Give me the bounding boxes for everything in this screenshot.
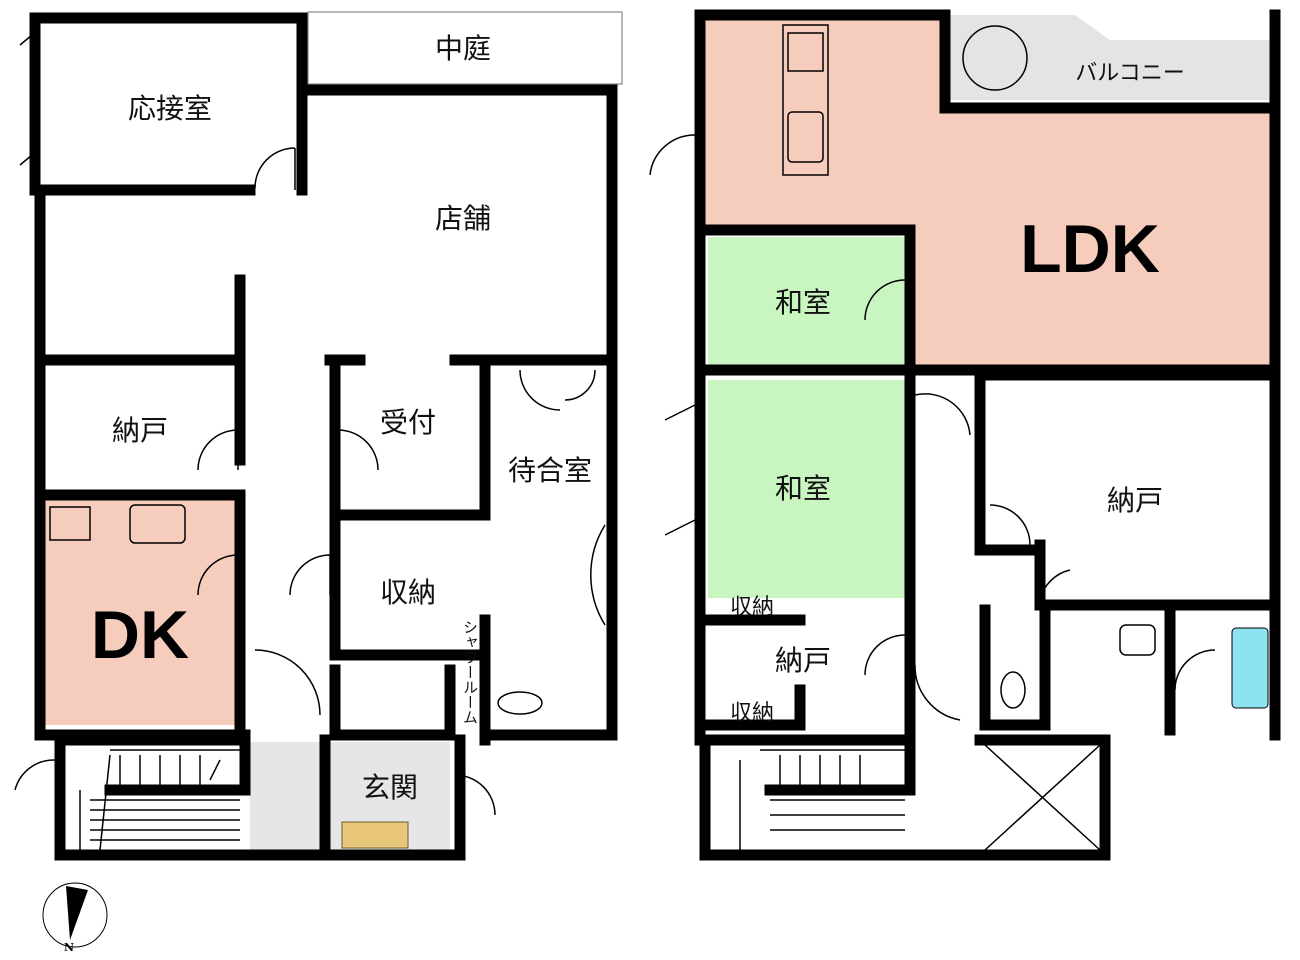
spiral-stair-icon (962, 25, 1028, 91)
washbasin-icon (1119, 624, 1156, 656)
room-front-desk: 受付 (380, 406, 436, 439)
door (519, 369, 596, 411)
north-arrow-icon (66, 886, 88, 940)
room-storage-right: 納戸 (1107, 484, 1163, 517)
room-japanese-1: 和室 (775, 286, 831, 319)
kitchen-counter (782, 24, 829, 176)
room-storage: 納戸 (112, 414, 168, 447)
door (649, 134, 1216, 721)
room-closet: 収納 (380, 576, 436, 609)
wa1-fill (708, 237, 906, 365)
dk-fill (45, 500, 235, 725)
room-shop: 店舗 (435, 202, 491, 235)
stairs (79, 749, 240, 851)
room-closet-1: 収納 (730, 595, 774, 620)
bathtub-icon (1231, 627, 1269, 709)
sink-icon (129, 504, 186, 544)
room-balcony: バルコニー (1075, 61, 1185, 86)
compass-label: N (64, 941, 74, 954)
door (197, 554, 239, 596)
room-japanese-2: 和室 (775, 472, 831, 505)
room-shower: シャワールーム (461, 620, 479, 725)
toilet-icon (497, 691, 543, 715)
room-waiting: 待合室 (508, 454, 592, 487)
toilet-icon (1000, 671, 1026, 709)
stove-icon (787, 32, 824, 72)
stove-icon (49, 506, 91, 541)
floor-2: LDK バルコニー 和室 和室 納戸 納戸 収納 収納 (649, 9, 1281, 861)
room-storage-small: 納戸 (775, 644, 831, 677)
compass: N (42, 882, 108, 954)
room-reception: 応接室 (128, 92, 212, 125)
shoe-step (341, 821, 409, 849)
door (197, 429, 239, 471)
stairs (739, 749, 905, 850)
balcony-fill (950, 15, 1272, 100)
door (254, 147, 296, 190)
window (19, 29, 39, 166)
room-ldk: LDK (1020, 211, 1160, 287)
door (289, 554, 331, 596)
room-closet-2: 収納 (730, 701, 774, 726)
sink-icon (787, 111, 824, 163)
door (590, 524, 606, 626)
door (337, 429, 379, 471)
room-courtyard: 中庭 (435, 32, 491, 65)
void-x (984, 744, 1101, 851)
door (14, 649, 496, 816)
ldk-fill (705, 18, 1275, 365)
room-entrance: 玄関 (362, 771, 418, 804)
courtyard-outline (307, 11, 623, 85)
wa2-fill (708, 380, 906, 598)
room-dk: DK (91, 597, 189, 673)
floor-1: 応接室 中庭 店舗 納戸 DK 受付 待合室 収納 シャワールーム 玄関 (14, 11, 623, 861)
